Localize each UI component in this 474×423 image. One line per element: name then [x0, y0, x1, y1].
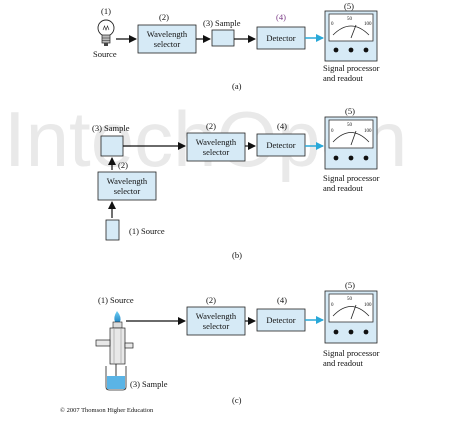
meter-scale-100: 100: [364, 303, 372, 308]
sample-label: (3) Sample: [203, 18, 241, 28]
readout-line-1: Signal processor: [323, 173, 380, 183]
readout-line-2: and readout: [323, 358, 364, 368]
panel-a-caption: (a): [232, 81, 242, 91]
detector-number: (4): [277, 121, 287, 131]
selector-number: (2): [159, 12, 169, 22]
panel-b: (3) Sample (2) Wavelength selector (4) D…: [92, 106, 380, 260]
detector-label: Detector: [266, 140, 295, 150]
meter-scale-0: 0: [331, 22, 334, 27]
sample-box: [211, 29, 235, 47]
meter-icon: 0 50 100: [324, 10, 378, 62]
meter-icon: 0 50 100: [324, 290, 378, 344]
readout-number: (5): [345, 280, 355, 290]
sample-label: (3) Sample: [92, 123, 130, 133]
meter-scale-0: 0: [331, 129, 334, 134]
selector-line-1: Wavelength: [196, 311, 237, 321]
detector-label: Detector: [266, 33, 295, 43]
source-label: (1) Source: [129, 226, 165, 236]
readout-number: (5): [345, 106, 355, 116]
selector-line-2: selector: [203, 147, 230, 157]
selector-number: (2): [206, 121, 216, 131]
wavelength-selector-box: [186, 132, 246, 162]
selector-line-1: Wavelength: [196, 137, 237, 147]
meter-scale-50: 50: [347, 123, 353, 128]
meter-scale-50: 50: [347, 297, 353, 302]
wavelength-selector-box: [186, 306, 246, 336]
detector-box: [256, 133, 306, 157]
source-number: (1): [101, 6, 111, 16]
readout-line-1: Signal processor: [323, 63, 380, 73]
detector-number: (4): [277, 295, 287, 305]
detector-number: (4): [276, 12, 286, 22]
meter-scale-50: 50: [347, 17, 353, 22]
meter-scale-100: 100: [364, 22, 372, 27]
panel-c: (1) Source (2) Wavelength selector (4) D…: [95, 280, 380, 405]
selector2-number: (2): [118, 160, 128, 170]
selector2-line-2: selector: [114, 186, 141, 196]
readout-line-2: and readout: [323, 73, 364, 83]
sample-label: (3) Sample: [130, 379, 168, 389]
readout-line-1: Signal processor: [323, 348, 380, 358]
source-label: Source: [93, 49, 117, 59]
panel-a: (1) Source (2) Wavelength selector (3) S…: [93, 1, 380, 91]
detector-label: Detector: [266, 315, 295, 325]
selector-line-1: Wavelength: [147, 29, 188, 39]
lamp-icon: [97, 19, 115, 46]
source-label: (1) Source: [98, 295, 134, 305]
meter-scale-100: 100: [364, 129, 372, 134]
selector-line-2: selector: [154, 39, 181, 49]
meter-icon: 0 50 100: [324, 116, 378, 170]
source-box: [105, 219, 120, 241]
wavelength-selector-box: [137, 24, 197, 54]
wavelength-selector-box-2: [97, 171, 157, 201]
panel-c-caption: (c): [232, 395, 242, 405]
readout-number: (5): [344, 1, 354, 11]
flame-burner-icon: [95, 311, 134, 391]
selector2-line-1: Wavelength: [107, 176, 148, 186]
selector-line-2: selector: [203, 321, 230, 331]
meter-scale-0: 0: [331, 303, 334, 308]
readout-line-2: and readout: [323, 183, 364, 193]
panel-b-caption: (b): [232, 250, 242, 260]
selector-number: (2): [206, 295, 216, 305]
copyright-notice: © 2007 Thomson Higher Education: [60, 407, 154, 414]
sample-box: [100, 135, 124, 157]
